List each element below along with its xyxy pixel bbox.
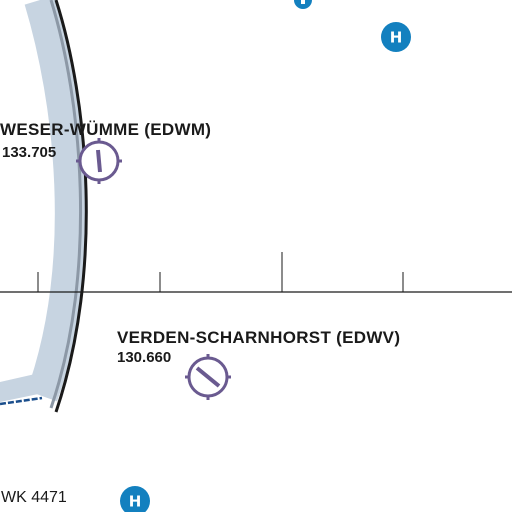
aerodrome-name-edwm: WESER-WÜMME (EDWM) (0, 120, 211, 139)
heliport-letter: H (390, 29, 403, 47)
aerodrome-frequency-edwm: 133.705 (2, 144, 56, 161)
aerodrome-name-edwv: VERDEN-SCHARNHORST (EDWV) (117, 328, 400, 347)
waypoint-label: WK 4471 (1, 489, 67, 506)
airspace-band (24, 0, 87, 402)
airspace-boundary (0, 0, 88, 413)
aerodrome-runway-icon[interactable] (76, 138, 122, 184)
aerodrome-runway-icon[interactable] (185, 354, 231, 400)
airspace-outer-edge (54, 0, 88, 413)
aerodrome-frequency-edwv: 130.660 (117, 349, 171, 366)
heliport-icon[interactable]: H (381, 22, 411, 52)
reference-line (0, 252, 512, 293)
airspace-lower-band (0, 372, 48, 402)
heliport-letter: H (129, 493, 142, 511)
airspace-inner-shade (49, 0, 82, 409)
heliport-icon-partial[interactable] (294, 0, 312, 9)
aerodrome-edwm[interactable]: WESER-WÜMME (EDWM) 133.705 (0, 120, 211, 184)
boundary-line-dashed (0, 396, 43, 406)
aerodrome-edwv[interactable]: VERDEN-SCHARNHORST (EDWV) 130.660 (117, 328, 400, 400)
heliport-icon[interactable]: H (120, 486, 150, 512)
